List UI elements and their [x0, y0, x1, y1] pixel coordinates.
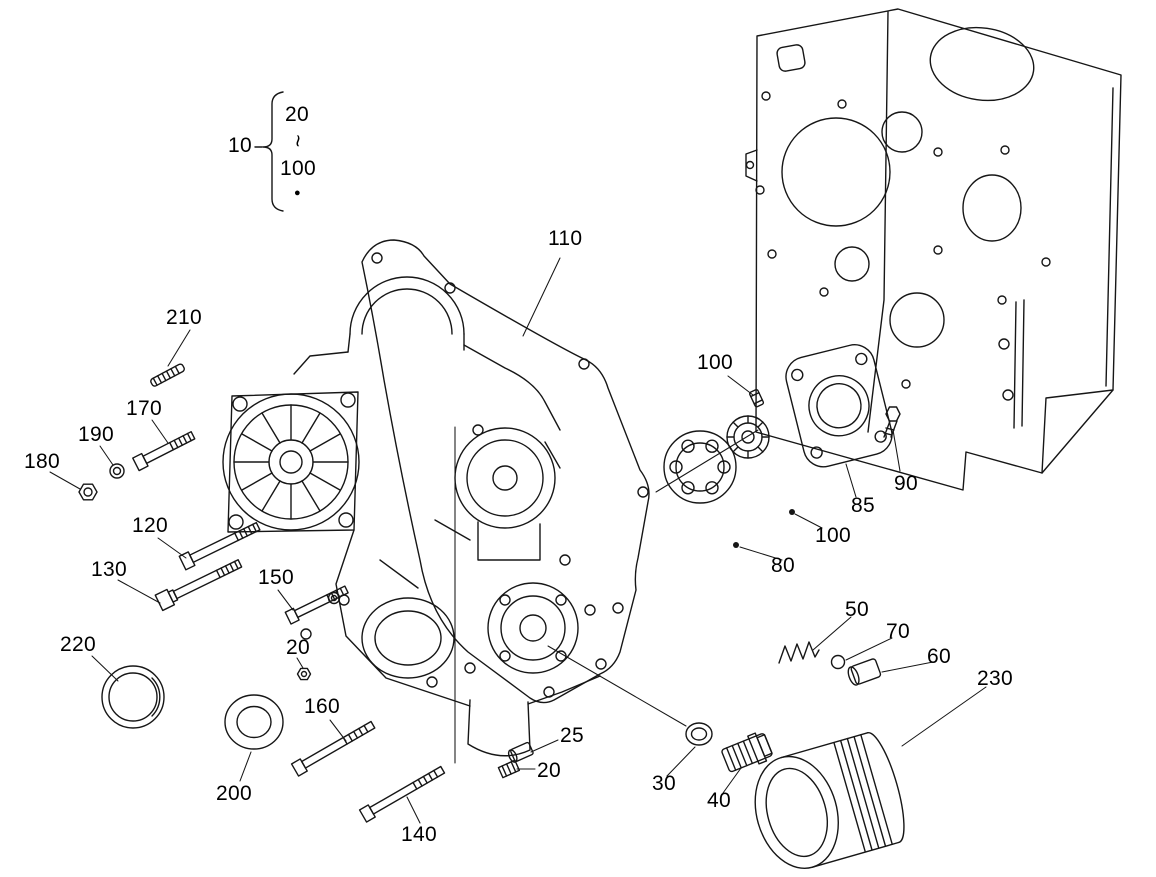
cap-220 [101, 665, 165, 729]
cylinder-block [745, 8, 1122, 491]
plug-25 [507, 741, 534, 763]
callout-60: 60 [927, 645, 951, 668]
callout-100-right: 100 [815, 524, 851, 547]
relief-valve-spring [778, 641, 820, 664]
bolt-160 [290, 720, 376, 777]
plug-20-left [296, 667, 312, 681]
bolt-150 [284, 585, 349, 625]
relief-valve-plug [847, 658, 882, 686]
callout-80: 80 [771, 554, 795, 577]
callout-20-group: 20 [285, 103, 309, 126]
callout-230: 230 [977, 667, 1013, 690]
relief-valve-ball [830, 654, 846, 670]
callout-20-bottom: 20 [537, 759, 561, 782]
pump-pin-100 [749, 389, 765, 408]
callout-50: 50 [845, 598, 869, 621]
callout-70: 70 [886, 620, 910, 643]
bolt-170 [132, 431, 196, 472]
callout-30: 30 [652, 772, 676, 795]
gearcase-cover [222, 276, 601, 757]
group-bracket [254, 91, 284, 212]
leader-lines [49, 257, 987, 824]
plug-20-bottom [497, 759, 521, 779]
callout-130: 130 [91, 558, 127, 581]
oil-filter [754, 732, 905, 869]
bolt-120 [178, 521, 261, 571]
bolt-140 [358, 765, 446, 823]
callout-100-group: 100 [280, 157, 316, 180]
callout-170: 170 [126, 397, 162, 420]
stud-210 [150, 363, 185, 387]
callout-150: 150 [258, 566, 294, 589]
seal-200 [224, 694, 284, 750]
callout-210: 210 [166, 306, 202, 329]
bolt-90 [883, 406, 901, 438]
callout-20-left: 20 [286, 636, 310, 659]
group-dot: ● [294, 187, 301, 199]
callout-160: 160 [304, 695, 340, 718]
washer-190 [109, 463, 125, 479]
filter-joint-nipple [721, 732, 773, 773]
callout-180: 180 [24, 450, 60, 473]
callout-220: 220 [60, 633, 96, 656]
callout-140: 140 [401, 823, 437, 846]
callout-120: 120 [132, 514, 168, 537]
callout-40: 40 [707, 789, 731, 812]
nut-180 [78, 483, 98, 501]
callout-200: 200 [216, 782, 252, 805]
bolt-130 [154, 559, 243, 612]
construction-lines [454, 426, 759, 764]
callout-90: 90 [894, 472, 918, 495]
range-tilde: ~ [285, 134, 311, 148]
callout-10: 10 [228, 134, 252, 157]
gasket [361, 239, 650, 704]
callout-100-top: 100 [697, 351, 733, 374]
callout-110: 110 [548, 227, 583, 250]
callout-190: 190 [78, 423, 114, 446]
filter-joint-washer [685, 722, 713, 746]
oil-pump-cover [785, 344, 893, 468]
callout-85: 85 [851, 494, 875, 517]
callout-25: 25 [560, 724, 584, 747]
oil-pump-rotor-set [663, 389, 795, 548]
